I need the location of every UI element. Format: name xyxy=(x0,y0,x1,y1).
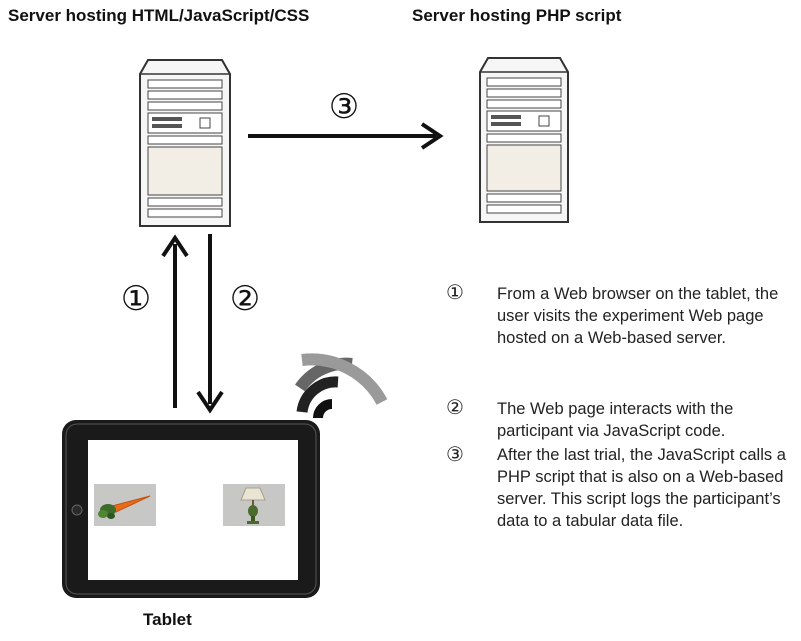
step-2-description: The Web page interacts with the particip… xyxy=(497,400,734,440)
html-server-icon xyxy=(139,59,231,227)
arrow-step-1-label: ① xyxy=(121,279,151,319)
arrow-step-2-label: ② xyxy=(230,279,260,319)
lamp-icon xyxy=(223,484,285,526)
carrot-icon xyxy=(94,484,156,526)
left-server-title: Server hosting HTML/JavaScript/CSS xyxy=(8,6,310,25)
step-3-description: After the last trial, the JavaScript cal… xyxy=(497,446,786,530)
arrow-step-1 xyxy=(161,234,189,408)
lamp-image-card xyxy=(223,484,285,526)
step-1-description: From a Web browser on the tablet, the us… xyxy=(497,285,779,347)
tablet-label: Tablet xyxy=(143,610,192,629)
arrow-step-2 xyxy=(196,234,224,414)
arrow-step-3 xyxy=(248,122,444,150)
step-3-number: ③ xyxy=(446,444,464,466)
arrow-step-3-label: ③ xyxy=(329,87,359,127)
php-server-icon xyxy=(479,57,569,223)
step-1-number: ① xyxy=(446,282,464,304)
right-server-title: Server hosting PHP script xyxy=(412,6,622,25)
wifi-signal-icon xyxy=(295,353,388,419)
carrot-image-card xyxy=(94,484,156,526)
step-2-number: ② xyxy=(446,397,464,419)
